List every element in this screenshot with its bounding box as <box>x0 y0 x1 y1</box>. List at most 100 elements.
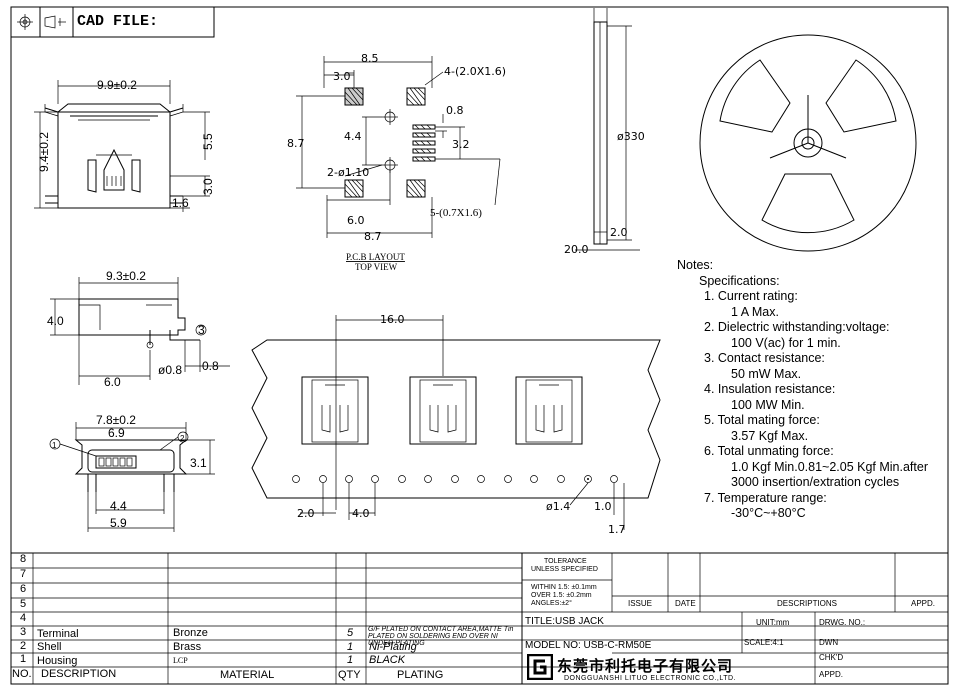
row-number: 4 <box>20 612 27 624</box>
rev-appd: APPD. <box>911 599 936 608</box>
dim-pcb-pad5: 5-(0.7X1.6) <box>430 207 482 219</box>
tolerance-within: WITHIN 1.5: ±0.1mm <box>531 584 597 591</box>
header-description: DESCRIPTION <box>41 668 117 680</box>
tolerance-over: OVER 1.5: ±0.2mm <box>531 592 592 599</box>
tolerance-angles: ANGLES:±2° <box>531 600 572 607</box>
dim-tape-10: 1.0 <box>594 500 612 513</box>
dim-pcb-44: 4.4 <box>344 130 362 143</box>
part-qty: 5 <box>347 627 354 639</box>
part-qty: 1 <box>347 641 354 653</box>
note-line: 1 A Max. <box>731 304 779 319</box>
dim-side-30: 3.0 <box>201 178 215 195</box>
rev-date: DATE <box>675 599 696 608</box>
signal-pads <box>412 124 436 162</box>
dim-profile-08: 0.8 <box>202 359 219 373</box>
dim-tape-20: 2.0 <box>297 507 315 520</box>
part-material: LCP <box>173 656 188 665</box>
dim-front-69: 6.9 <box>108 426 125 440</box>
part-desc: Shell <box>37 641 62 653</box>
row-number: 5 <box>20 598 27 610</box>
dim-pcb-32: 3.2 <box>452 138 470 151</box>
reel-front-view <box>699 34 917 252</box>
part-plating: BLACK <box>369 654 406 666</box>
title-block-grid <box>11 552 948 684</box>
note-line: 100 MW Min. <box>731 397 805 412</box>
title-block: 8 7 6 5 4 3 2 1 NO. Terminal Bronze 5 G/… <box>11 553 948 684</box>
header-qty: QTY <box>338 669 361 681</box>
note-line: 1.0 Kgf Min.0.81~2.05 Kgf Min.after <box>731 459 928 474</box>
tolerance-title: TOLERANCE <box>544 558 587 565</box>
dim-pcb-87-left: 8.7 <box>287 137 305 150</box>
dim-tape-hole: ø1.4 <box>546 500 570 513</box>
front-view-drawing <box>49 422 215 532</box>
part-desc: Terminal <box>37 628 79 640</box>
part-material: Bronze <box>173 627 208 639</box>
dim-side-height: 9.4±0.2 <box>37 132 51 172</box>
note-line: 6. Total unmating force: <box>704 444 834 458</box>
note-line: 50 mW Max. <box>731 366 802 381</box>
drawing-title: TITLE:USB JACK <box>525 616 604 627</box>
row-number: 2 <box>20 640 27 652</box>
notes-block: Notes: Specifications: 1. Current rating… <box>677 258 947 522</box>
part-material: Brass <box>173 641 202 653</box>
dim-pcb-30: 3.0 <box>333 70 351 83</box>
rev-descriptions: DESCRIPTIONS <box>777 599 838 608</box>
dim-tape-17: 1.7 <box>608 523 626 536</box>
note-line: 5. Total mating force: <box>704 413 820 427</box>
header-plating: PLATING <box>397 669 444 681</box>
dim-reel-200: 20.0 <box>564 243 589 256</box>
dim-front-31: 3.1 <box>190 456 207 470</box>
part-plating: G/F PLATED ON CONTACT AREA,MATTE Tin PLA… <box>368 626 514 647</box>
approved-by: APPD. <box>819 670 844 679</box>
unit: UNIT:mm <box>756 618 790 627</box>
dim-profile-width: 9.3±0.2 <box>106 269 146 283</box>
reel-side-view <box>575 8 640 251</box>
tape-drawing <box>251 315 661 530</box>
pcb-layout-drawing <box>296 56 501 238</box>
header-box <box>10 6 215 38</box>
projection-symbol-icon <box>17 14 66 30</box>
dim-side-55: 5.5 <box>201 133 215 150</box>
dim-side-width: 9.9±0.2 <box>97 78 137 92</box>
dim-pcb-pad4: 4-(2.0X1.6) <box>444 65 506 78</box>
pcb-caption-topview: TOP VIEW <box>355 262 398 272</box>
row-number: 1 <box>20 653 27 665</box>
checked-by: CHK'D <box>819 653 844 662</box>
note-line: 4. Insulation resistance: <box>704 382 836 396</box>
row-number: 6 <box>20 583 27 595</box>
dim-profile-height: 4.0 <box>47 314 64 328</box>
side-view-drawing <box>34 80 210 212</box>
row-number: 7 <box>20 568 27 580</box>
scale: SCALE:4:1 <box>744 638 784 647</box>
note-line: 1. Current rating: <box>704 289 798 303</box>
model-number: MODEL NO: USB-C-RM50E <box>525 640 652 651</box>
part-plating: Ni-Plating <box>369 641 417 653</box>
drawn-by: DWN <box>819 638 839 647</box>
note-line: 3.57 Kgf Max. <box>731 428 809 443</box>
dim-reel-diameter: ø330 <box>617 130 645 143</box>
notes-title: Notes: <box>677 258 714 272</box>
drawing-number: DRWG. NO.: <box>819 618 866 627</box>
dim-pcb-holes: 2-ø1.10 <box>327 166 369 179</box>
pcb-caption-layout: P.C.B LAYOUT <box>346 252 405 262</box>
dim-pcb-85: 8.5 <box>361 52 379 65</box>
part-desc: Housing <box>37 655 78 667</box>
row-number: 8 <box>20 553 27 565</box>
dim-reel-20: 2.0 <box>610 226 628 239</box>
note-line: 7. Temperature range: <box>704 490 827 505</box>
dim-tape-pitch: 16.0 <box>380 313 405 326</box>
dim-front-59: 5.9 <box>110 516 127 530</box>
row-number: 3 <box>20 626 27 638</box>
rev-issue: ISSUE <box>628 599 653 608</box>
note-line: 2. Dielectric withstanding:voltage: <box>704 320 890 334</box>
dim-pcb-87-bottom: 8.7 <box>364 230 382 243</box>
sheet-border <box>10 6 949 685</box>
tolerance-subtitle: UNLESS SPECIFIED <box>531 566 598 573</box>
company-logo-icon <box>527 654 553 680</box>
callout-1: 1 <box>52 441 57 450</box>
dim-front-44: 4.4 <box>110 499 127 513</box>
part-qty: 1 <box>347 654 354 666</box>
notes-spec-heading: Specifications: <box>699 273 780 288</box>
company-name-cn: 东莞市利托电子有限公司 <box>557 657 734 675</box>
dim-side-16: 1.6 <box>172 196 189 210</box>
